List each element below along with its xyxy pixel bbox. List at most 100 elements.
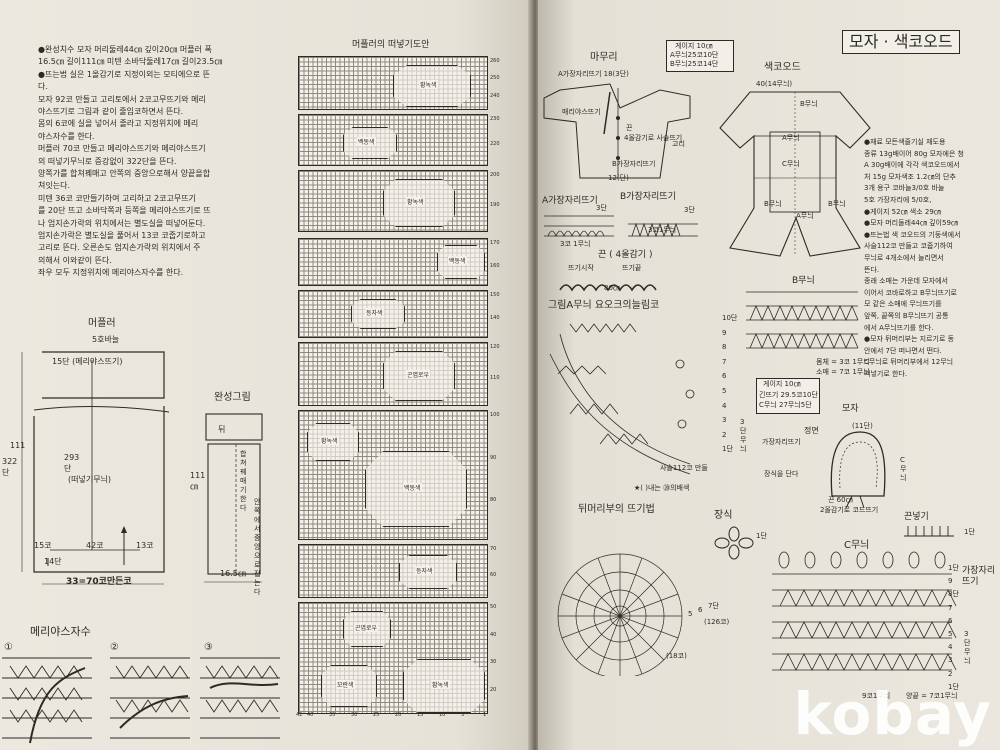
- c-chart-side2: 3단 무늬: [964, 630, 971, 665]
- page-header: 모자 · 색코오드: [842, 30, 960, 54]
- chart-row-number: 120: [490, 344, 500, 350]
- b-pattern-chart: [746, 291, 859, 350]
- chart-row-number: 90: [490, 454, 497, 461]
- hat-cord: 끈 60㎝: [828, 496, 853, 504]
- materials-line: 종류 13g배이어 80g 모자에은 청: [864, 149, 965, 158]
- intro-line: ●뜨는법 실은 1올감기로 지정이외는 모티에으로 뜬: [38, 69, 210, 79]
- braid-length: 80㎝: [604, 284, 620, 292]
- b-pattern-note1: 몸체 = 3코 1무늬: [816, 358, 870, 366]
- embroidery-title: 메리야스자수: [30, 625, 91, 638]
- intro-line: 나 엄지손가락의 위치에서는 별도실을 떠넣어둔다.: [38, 218, 206, 228]
- chart-row-number: 40: [490, 631, 497, 638]
- muffler-rows: 322단: [2, 457, 18, 477]
- chart-row-number: 160: [490, 263, 500, 269]
- finishing-title: 마무리: [590, 52, 618, 63]
- chart-column-number: 25: [373, 712, 380, 718]
- chart-block: 백동색: [298, 238, 488, 286]
- materials-line: 3개 용구 코바늘3/0호 바늘: [864, 184, 945, 193]
- intro-line: 머플러 70코 만들고 메리야스뜨기와 메리야스뜨기: [38, 144, 206, 154]
- gauge-box-1: 게이지 10㎝ A무늬25코10단 B무늬25코14단: [666, 40, 734, 72]
- chart-block: 백동색: [298, 114, 488, 166]
- materials-line: 사슬112코 만들고 코줍기하여: [864, 242, 953, 251]
- chart-row-number: 30: [490, 659, 497, 665]
- pattern-a-row: 3: [722, 416, 727, 425]
- chart-row-number: 20: [490, 686, 497, 693]
- intro-line: 의해서 이와같이 뜬다.: [38, 255, 112, 265]
- intro-line: 양쪽가를 합쳐꿰매고 안쪽의 중앙으로해서 양끝을합: [38, 169, 211, 178]
- motif-color-label: 황녹색: [431, 680, 450, 689]
- embroidery-step-3: ③: [204, 642, 213, 653]
- motif-color-label: 백동색: [403, 483, 422, 492]
- pattern-a-note: ★( )내는 ⑳의배색: [634, 484, 690, 492]
- motif-color-label: 백동색: [357, 137, 376, 146]
- finishing-a-edge: A가장자리뜨기 18(3단): [558, 70, 629, 78]
- muffler-bottom-right: 13코: [136, 541, 154, 550]
- materials-line: 무늬로 4개소에서 늘리면서: [864, 254, 944, 262]
- intro-line: 야스뜨기로 그림과 같이 줄임코하면서 뜬다.: [38, 107, 184, 116]
- intro-line: 다.: [38, 82, 48, 92]
- braid-end: 뜨기끝: [622, 264, 642, 272]
- materials-line: ●재료 모든색줄기실 재도용: [864, 138, 946, 146]
- chart-row-number: 230: [490, 116, 500, 122]
- c-chart-bottom1: 9코1무늬: [862, 692, 891, 700]
- chart-column-number: 42: [296, 712, 303, 718]
- muffler-bottom-rows: 14단: [44, 557, 62, 566]
- finishing-cord: 끈: [626, 124, 633, 132]
- embroidery-step-2: ②: [110, 642, 119, 653]
- c-chart-title: C무늬: [844, 540, 870, 551]
- cord-chart-drawing: [904, 526, 954, 537]
- materials-line: 종래 소매는 가운데 모자에서: [864, 277, 948, 286]
- intro-line: 미텐 36코 코만들기하여 고리하고 2코고무뜨기: [38, 193, 196, 203]
- muffler-schematic: [21, 351, 170, 585]
- finishing-label-1: 매리야스뜨기: [562, 108, 601, 116]
- back-crown-row: 6: [698, 606, 703, 614]
- chart-row-number: 70: [490, 546, 497, 552]
- back-crown-title: 뒤머리부의 뜨기법: [578, 504, 655, 515]
- pattern-a-row: 9: [722, 328, 727, 337]
- intro-line: 의 떠넣기무늬로 증강없이 322단을 뜬다.: [38, 156, 177, 166]
- chart-column-number: 35: [329, 712, 336, 718]
- c-chart-row: 2: [948, 669, 953, 678]
- intro-line: 야스자수를 한다.: [38, 131, 95, 141]
- materials-line: 모 같은 소매에 무늬뜨기를: [864, 300, 942, 309]
- needle-size: 5호바늘: [92, 335, 120, 344]
- c-chart-row: 7: [948, 603, 953, 612]
- muffler-mid-rows: 293단: [64, 453, 80, 473]
- hat-title: 모자: [842, 404, 859, 414]
- a-edge-note: 3코 1무늬: [560, 240, 591, 248]
- materials-line: 안에서 7단 떠나면서 떤다.: [864, 346, 942, 355]
- color-code-diagram: [719, 91, 871, 257]
- chart-column-number: 20: [395, 712, 402, 718]
- chart-block: 황녹색: [298, 56, 488, 110]
- hat-edge: 가장자리뜨기: [762, 438, 801, 446]
- a-edge-rows: 3단: [596, 204, 607, 212]
- c-chart-bottom2: 양끝 = 7코1무늬: [906, 692, 958, 700]
- intro-line: 모자 92코 만들고 고리토에서 2코고무뜨기와 메리: [38, 94, 206, 104]
- chart-column-number: 15: [417, 712, 424, 718]
- finishing-diagram: [543, 83, 691, 179]
- intro-line: 고리로 뜬다. 오른손도 엄지손가락의 위치에서 주: [38, 243, 201, 253]
- materials-line: 이어서 코바로하고 B무늬뜨기로: [864, 288, 957, 297]
- finishing-label-3: 고리: [672, 140, 685, 148]
- gauge2-title: 게이지 10㎝: [763, 380, 801, 388]
- materials-line: C무늬로 뒤머리부에서 12무늬: [864, 358, 954, 367]
- b-edge-title: B가장자리뜨기: [620, 192, 676, 202]
- finishing-b-edge: B가장자리뜨기: [612, 160, 656, 168]
- muffler-top-label: 15단 (메리야스뜨기): [52, 357, 123, 366]
- embroidery-illustration: [2, 657, 280, 744]
- motif-color-label: 황녹색: [419, 80, 438, 89]
- finished-width: 16.5㎝: [220, 569, 246, 578]
- intro-line: 16.5㎝ 길이111㎝ 미텐 소바닥둘레17㎝ 길이23.5㎝: [38, 57, 223, 67]
- motif-color-label: 등자색: [415, 566, 434, 575]
- chart-row-number: 260: [490, 58, 500, 64]
- b-pattern-title: B무늬: [792, 276, 815, 286]
- muffler-length: 111: [10, 441, 26, 450]
- gauge2-l2: C무늬 27무늬5단: [759, 401, 812, 409]
- c-chart-side1: 가장자리뜨기: [962, 566, 996, 587]
- hat-c-pattern: C무늬: [900, 456, 907, 482]
- chart-row-number: 60: [490, 572, 497, 578]
- finished-schematic: [204, 413, 263, 583]
- motif-color-label: 곤엽로우: [406, 370, 431, 379]
- pattern-a-chart: [549, 323, 695, 475]
